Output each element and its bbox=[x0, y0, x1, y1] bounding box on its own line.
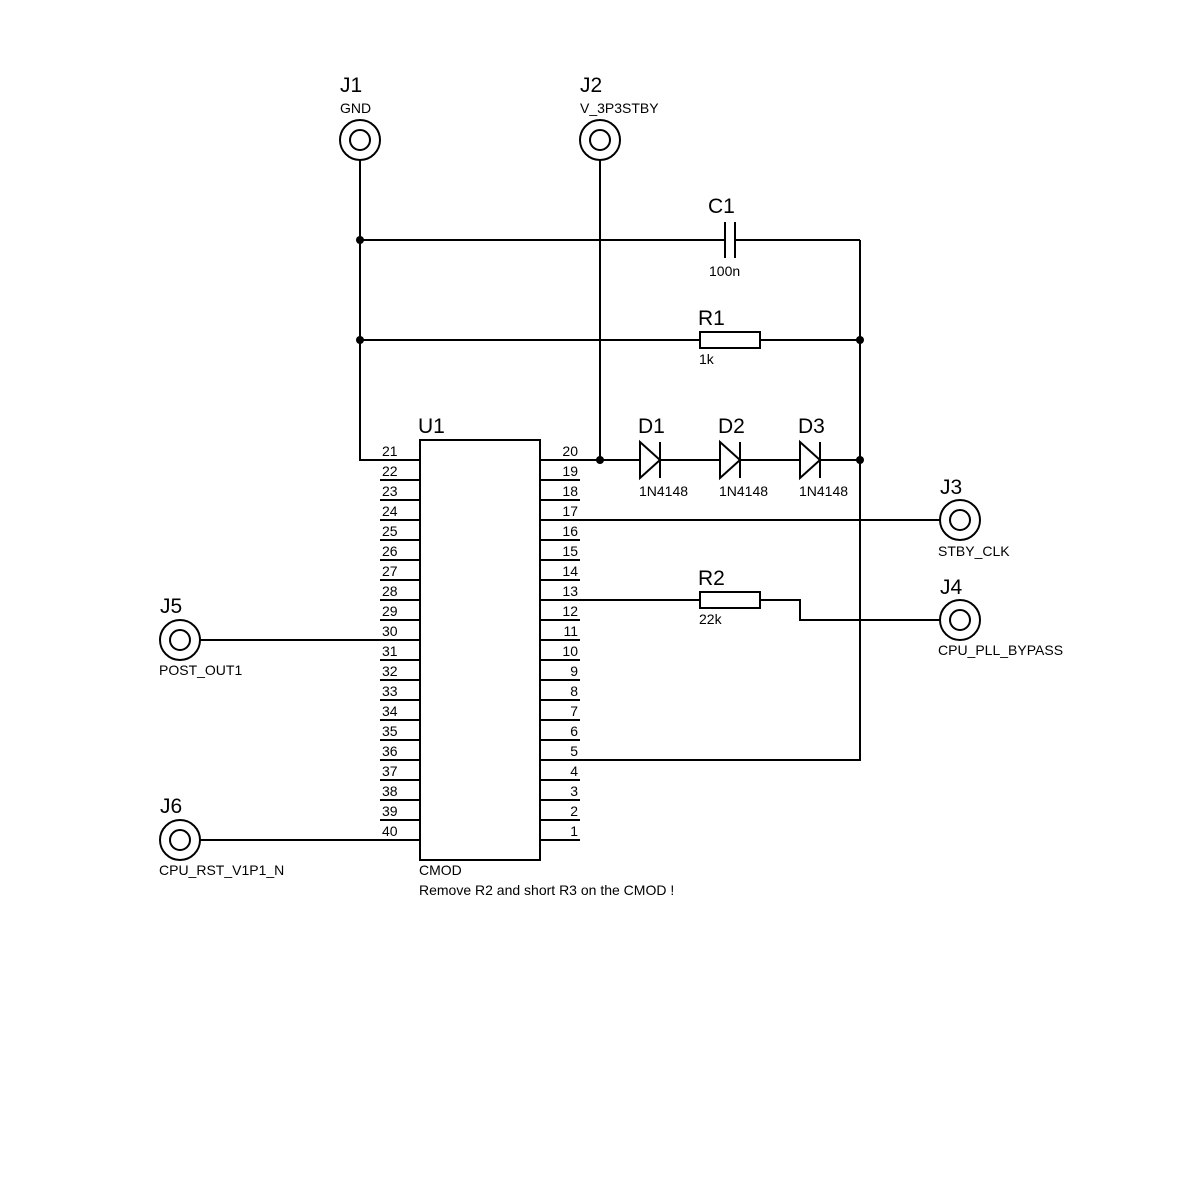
diode-ref: D2 bbox=[718, 415, 745, 438]
connector-net: V_3P3STBY bbox=[580, 100, 659, 116]
connector-net: CPU_RST_V1P1_N bbox=[159, 862, 284, 878]
diode-ref: D1 bbox=[638, 415, 665, 438]
resistor-r2: R2 22k bbox=[698, 567, 761, 627]
diode-value: 1N4148 bbox=[799, 483, 848, 499]
junctions bbox=[356, 236, 864, 464]
chip-pin-label: 31 bbox=[382, 643, 398, 659]
chip-pin-label: 33 bbox=[382, 683, 398, 699]
chip-pin-label: 16 bbox=[562, 523, 578, 539]
capacitor-value: 100n bbox=[709, 263, 740, 279]
wire-gnd-vertical bbox=[359, 160, 400, 461]
connector-ref: J4 bbox=[940, 576, 963, 599]
chip-u1: U1 CMOD Remove R2 and short R3 on the CM… bbox=[380, 415, 674, 898]
connector-j2: J2 V_3P3STBY bbox=[579, 74, 659, 161]
connector-j6: J6 CPU_RST_V1P1_N bbox=[159, 795, 284, 878]
junction-dot bbox=[856, 336, 864, 344]
resistor-ref: R1 bbox=[698, 307, 725, 330]
chip-pin-label: 35 bbox=[382, 723, 398, 739]
connector-net: POST_OUT1 bbox=[159, 662, 242, 678]
diode-d3: D3 1N4148 bbox=[798, 415, 848, 499]
chip-pin-label: 30 bbox=[382, 623, 398, 639]
connector-net: CPU_PLL_BYPASS bbox=[938, 642, 1063, 658]
resistor-r1: R1 1k bbox=[698, 307, 761, 367]
junction-dot bbox=[596, 456, 604, 464]
diode-ref: D3 bbox=[798, 415, 825, 438]
connector-ref: J1 bbox=[340, 74, 362, 97]
capacitor-c1: C1 100n bbox=[708, 195, 740, 279]
connector-j1: J1 GND bbox=[339, 74, 381, 161]
chip-pin-label: 23 bbox=[382, 483, 398, 499]
chip-pins-right: 20 19 18 17 16 15 14 13 12 11 10 9 8 7 6 5 4 3 2 1 bbox=[540, 443, 580, 841]
chip-pin-label: 8 bbox=[570, 683, 578, 699]
connector-j4: J4 CPU_PLL_BYPASS bbox=[938, 576, 1063, 658]
diode-d1: D1 1N4148 bbox=[638, 415, 688, 499]
chip-pin-label: 29 bbox=[382, 603, 398, 619]
chip-value: CMOD bbox=[419, 862, 462, 878]
chip-pin-label: 18 bbox=[562, 483, 578, 499]
chip-pin-label: 9 bbox=[570, 663, 578, 679]
chip-pin-label: 12 bbox=[562, 603, 578, 619]
diode-value: 1N4148 bbox=[719, 483, 768, 499]
wire-r2-right bbox=[760, 599, 940, 621]
chip-ref: U1 bbox=[418, 415, 445, 438]
resistor-value: 1k bbox=[699, 351, 715, 367]
chip-pin-label: 26 bbox=[382, 543, 398, 559]
chip-pin-label: 13 bbox=[562, 583, 578, 599]
chip-pin-label: 39 bbox=[382, 803, 398, 819]
chip-pin-label: 32 bbox=[382, 663, 398, 679]
junction-dot bbox=[356, 236, 364, 244]
connector-ref: J6 bbox=[160, 795, 182, 818]
chip-pin-label: 38 bbox=[382, 783, 398, 799]
junction-dot bbox=[356, 336, 364, 344]
junction-dot bbox=[856, 456, 864, 464]
chip-pin-label: 14 bbox=[562, 563, 578, 579]
chip-pin-label: 25 bbox=[382, 523, 398, 539]
chip-pin-label: 40 bbox=[382, 823, 398, 839]
resistor-ref: R2 bbox=[698, 567, 725, 590]
resistor-value: 22k bbox=[699, 611, 723, 627]
connector-ref: J5 bbox=[160, 595, 182, 618]
chip-pin-label: 24 bbox=[382, 503, 398, 519]
connector-j5: J5 POST_OUT1 bbox=[159, 595, 242, 678]
chip-pin-label: 11 bbox=[563, 623, 578, 639]
chip-pin-label: 37 bbox=[382, 763, 398, 779]
chip-pin-label: 34 bbox=[382, 703, 398, 719]
chip-pin-label: 27 bbox=[382, 563, 398, 579]
chip-pin-label: 6 bbox=[570, 723, 578, 739]
chip-pin-label: 1 bbox=[570, 823, 578, 839]
chip-pin-label: 36 bbox=[382, 743, 398, 759]
chip-pin-label: 2 bbox=[570, 803, 578, 819]
wires bbox=[200, 160, 940, 841]
chip-pin-label: 19 bbox=[562, 463, 578, 479]
chip-note: Remove R2 and short R3 on the CMOD ! bbox=[419, 882, 674, 898]
chip-pin-label: 15 bbox=[562, 543, 578, 559]
chip-pin-label: 22 bbox=[382, 463, 398, 479]
chip-body bbox=[419, 439, 541, 861]
chip-pin-label: 7 bbox=[570, 703, 578, 719]
chip-pin-label: 5 bbox=[570, 743, 578, 759]
connector-net: STBY_CLK bbox=[938, 543, 1010, 559]
chip-pin-label: 4 bbox=[570, 763, 578, 779]
chip-pin-label: 3 bbox=[570, 783, 578, 799]
chip-pin-label: 21 bbox=[382, 443, 398, 459]
chip-pin-label: 20 bbox=[562, 443, 578, 459]
connector-net: GND bbox=[340, 100, 371, 116]
connector-ref: J3 bbox=[940, 476, 962, 499]
wire-right-bus bbox=[560, 240, 861, 761]
chip-pin-label: 28 bbox=[382, 583, 398, 599]
chip-pins-left: 21 22 23 24 25 26 27 28 29 30 31 32 33 34 35 36 37 38 39 40 bbox=[380, 443, 420, 841]
diode-value: 1N4148 bbox=[639, 483, 688, 499]
chip-pin-label: 17 bbox=[562, 503, 578, 519]
diode-d2: D2 1N4148 bbox=[718, 415, 768, 499]
capacitor-ref: C1 bbox=[708, 195, 735, 218]
connector-ref: J2 bbox=[580, 74, 602, 97]
connector-j3: J3 STBY_CLK bbox=[938, 476, 1010, 559]
chip-pin-label: 10 bbox=[562, 643, 578, 659]
